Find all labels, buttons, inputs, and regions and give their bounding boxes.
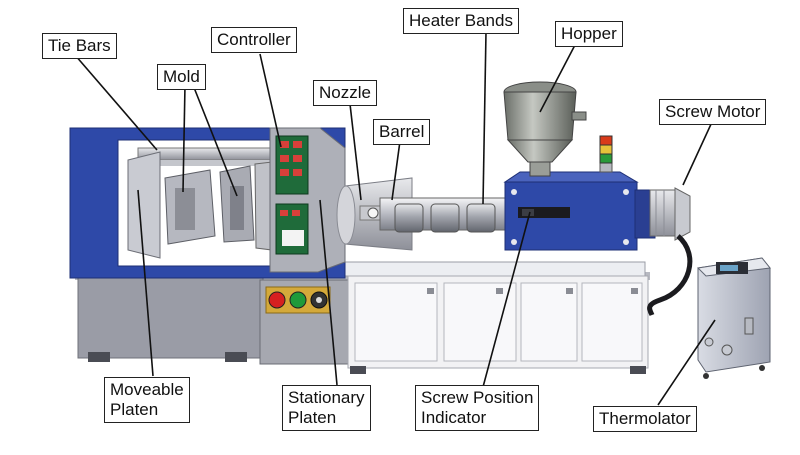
label-screw-position-indicator: Screw Position Indicator [415,385,540,431]
screw-motor [649,187,691,241]
label-screw-motor: Screw Motor [659,99,767,125]
label-moveable-platen-line2: Platen [110,400,159,419]
label-thermolator: Thermolator [593,406,697,432]
label-moveable-platen-line1: Moveable [110,380,184,399]
injection-unit [503,171,656,251]
label-nozzle: Nozzle [313,80,377,106]
controller-column [269,127,346,273]
label-tie-bars: Tie Bars [42,33,117,59]
label-mold: Mold [157,64,206,90]
label-barrel: Barrel [373,119,431,145]
control-buttons-panel [259,279,349,365]
label-controller: Controller [211,27,297,53]
label-heater-bands: Heater Bands [403,8,519,34]
label-moveable-platen: Moveable Platen [104,377,190,423]
label-stationary-platen-line2: Platen [288,408,337,427]
label-screw-position-indicator-line1: Screw Position [421,388,534,407]
label-hopper: Hopper [555,21,623,47]
leader-lines [74,31,716,406]
label-screw-position-indicator-line2: Indicator [421,408,487,427]
label-stationary-platen-line1: Stationary [288,388,365,407]
lower-cabinets [347,275,649,374]
nozzle-funnel [336,177,413,251]
heater-bands [394,203,496,233]
label-stationary-platen: Stationary Platen [282,385,371,431]
signal-tower [599,135,613,173]
thermolator-unit [696,257,771,379]
hopper [503,81,587,177]
thermolator-hose [647,234,693,317]
